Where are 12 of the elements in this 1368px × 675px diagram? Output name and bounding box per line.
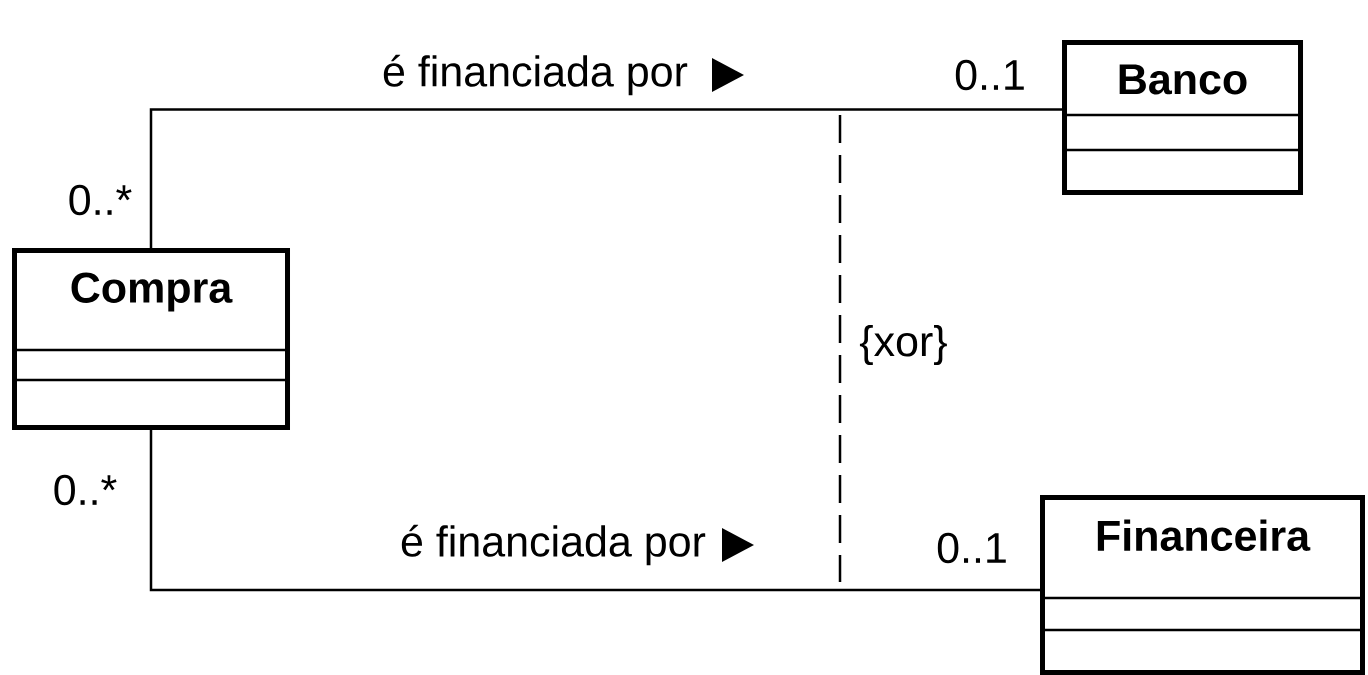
edge-label: é financiada por <box>383 54 688 96</box>
constraint-label: {xor} <box>859 324 947 366</box>
multiplicity-label: 0..1 <box>955 59 1024 91</box>
class-box: Banco <box>1062 40 1303 195</box>
class-box: Financeira <box>1040 495 1365 675</box>
multiplicity-label: 0..* <box>69 184 132 216</box>
multiplicity-label: 0..1 <box>937 532 1006 564</box>
edge-label: é financiada por <box>401 524 706 566</box>
multiplicity-label: 0..* <box>54 474 117 506</box>
association-line <box>149 108 1062 248</box>
association-line <box>149 430 1040 592</box>
class-box: Compra <box>12 248 290 430</box>
